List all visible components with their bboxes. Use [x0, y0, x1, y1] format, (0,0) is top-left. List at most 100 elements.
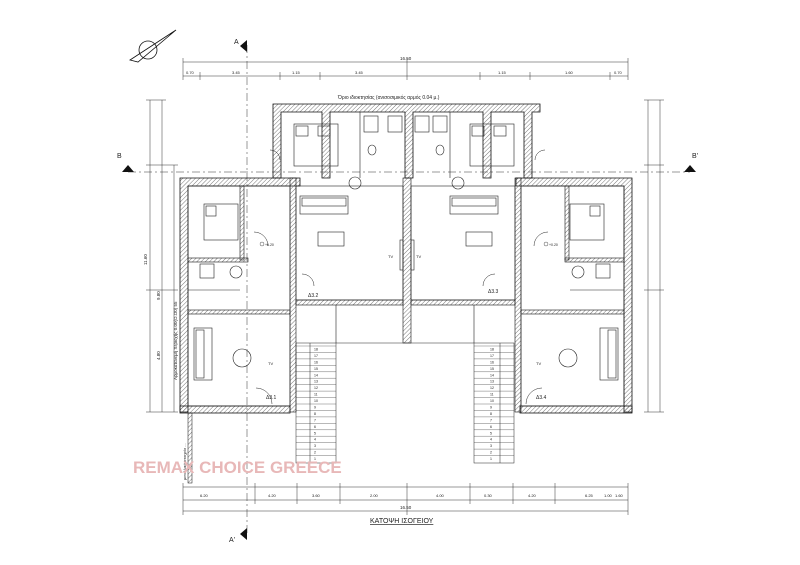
stair-step-number: 7: [490, 418, 492, 422]
staircase-left: [295, 342, 337, 464]
bottom-dim-9: 1.60: [615, 493, 624, 498]
stair-step-number: 9: [314, 406, 316, 410]
stair-step-number: 18: [314, 348, 318, 352]
top-dim-2: 1.15: [292, 70, 301, 75]
stair-step-number: 13: [314, 380, 318, 384]
unit-label-d31: Δ3.1: [266, 395, 277, 401]
right-dimension-chain: [644, 99, 664, 413]
stair-step-number: 6: [490, 425, 492, 429]
stair-step-number: 5: [314, 431, 316, 435]
section-b-left-label: B: [117, 153, 122, 160]
unit-label-d32: Δ3.2: [308, 293, 319, 299]
bottom-dim-6: 4.20: [528, 493, 537, 498]
section-line-b: [122, 165, 696, 173]
stair-step-number: 14: [490, 373, 494, 377]
overall-width-dim: 16.50: [400, 56, 412, 61]
drawing-title: ΚΑΤΟΨΗ ΙΣΟΓΕΙΟΥ: [370, 518, 434, 525]
stair-step-number: 10: [314, 399, 318, 403]
stair-step-number: 17: [314, 354, 318, 358]
central-corridor: [335, 305, 475, 344]
side-note-left-2: μεταλλικό στοιχείο ...: [182, 443, 187, 480]
top-dim-3: 3.45: [355, 70, 364, 75]
stair-step-number: 10: [490, 399, 494, 403]
stair-tread-lines: [296, 345, 514, 456]
unit-label-d33: Δ3.3: [488, 289, 499, 295]
section-a-top-label: A: [234, 39, 239, 46]
bathroom-fixtures: [199, 115, 611, 279]
stair-step-number: 13: [490, 380, 494, 384]
top-dim-values: 0.70 3.45 1.15 3.45 1.15 1.60 0.70: [186, 70, 623, 75]
building-walls: [179, 103, 633, 414]
depth-total-dim: 11.60: [143, 254, 148, 265]
top-dim-0: 0.70: [186, 70, 195, 75]
stair-step-number: 8: [490, 412, 492, 416]
watermark-text: REMAX CHOICE GREECE: [133, 458, 342, 477]
door-swings: [253, 149, 549, 405]
level-mark-1: +0.20: [265, 243, 274, 247]
level-mark-2: +0.20: [549, 243, 558, 247]
bottom-dim-values: 6.20 4.20 3.60 2.00 4.00 0.30 4.20 6.25 …: [200, 493, 624, 498]
stair-step-number: 2: [314, 451, 316, 455]
top-dim-1: 3.45: [232, 70, 241, 75]
top-dim-4: 1.15: [498, 70, 507, 75]
tables-furniture: [229, 176, 585, 368]
bottom-dim-4: 4.00: [436, 493, 445, 498]
stair-step-number: 15: [490, 367, 494, 371]
left-dimension-chain: [146, 99, 178, 413]
stair-step-number: 12: [314, 386, 318, 390]
stair-step-number: 3: [490, 444, 492, 448]
top-dim-6: 0.70: [614, 70, 623, 75]
tv-label-2: TV: [416, 254, 421, 259]
bottom-dim-7: 6.25: [585, 493, 594, 498]
unit-label-d34: Δ3.4: [536, 395, 547, 401]
stair-step-number: 4: [490, 438, 492, 442]
stair-step-number: 6: [314, 425, 316, 429]
tv-label-1: TV: [388, 254, 393, 259]
section-b-right-label: B': [692, 153, 698, 160]
stair-step-number: 16: [490, 360, 494, 364]
stair-step-number: 16: [314, 360, 318, 364]
stair-step-number: 1: [490, 457, 492, 461]
stair-step-number: 7: [314, 418, 316, 422]
bottom-dim-2: 3.60: [312, 493, 321, 498]
stair-step-number: 9: [490, 406, 492, 410]
tv-label-3: TV: [268, 361, 273, 366]
stair-step-number: 1: [314, 457, 316, 461]
depth-lower-dim: 4.80: [156, 351, 161, 360]
stair-step-number: 17: [490, 354, 494, 358]
bottom-dim-3: 2.00: [370, 493, 379, 498]
stair-step-number: 12: [490, 386, 494, 390]
balcony-rail-left: [187, 412, 193, 484]
staircase-right: [473, 342, 515, 464]
boundary-note: Όριο ιδιοκτησίας (ανισοσιμικός αρμός 0.0…: [337, 94, 440, 101]
top-dim-5: 1.60: [565, 70, 574, 75]
level-marks: [259, 241, 549, 247]
stair-step-number: 5: [490, 431, 492, 435]
bottom-dimension-chain: [182, 483, 629, 515]
stair-step-number: 8: [314, 412, 316, 416]
stair-step-number: 3: [314, 444, 316, 448]
tv-label-4: TV: [536, 361, 541, 366]
north-arrow-icon: [129, 29, 177, 63]
sofa-furniture: [193, 195, 619, 381]
section-line-a: [240, 40, 248, 540]
stair-step-number: 18: [490, 348, 494, 352]
bed-furniture: [203, 123, 605, 241]
bottom-dim-1: 4.20: [268, 493, 277, 498]
stair-step-number: 11: [314, 393, 318, 397]
bottom-overall-dim: 16.50: [400, 505, 412, 510]
stair-step-number: 2: [490, 451, 492, 455]
top-dimension-chain: [182, 58, 629, 80]
section-a-bottom-label: A': [229, 537, 235, 544]
stair-step-number: 15: [314, 367, 318, 371]
bottom-dim-5: 0.30: [484, 493, 493, 498]
stair-step-number: 11: [490, 393, 494, 397]
bottom-dim-8: 1.00: [604, 493, 613, 498]
side-note-left: Αρμοκατανεμή περιοχής 0.00(Ο.Ο0) 55: [172, 301, 178, 380]
depth-partial-dim: 9.80: [156, 291, 161, 300]
stair-step-number: 4: [314, 438, 316, 442]
stair-step-number: 14: [314, 373, 318, 377]
bottom-dim-0: 6.20: [200, 493, 209, 498]
